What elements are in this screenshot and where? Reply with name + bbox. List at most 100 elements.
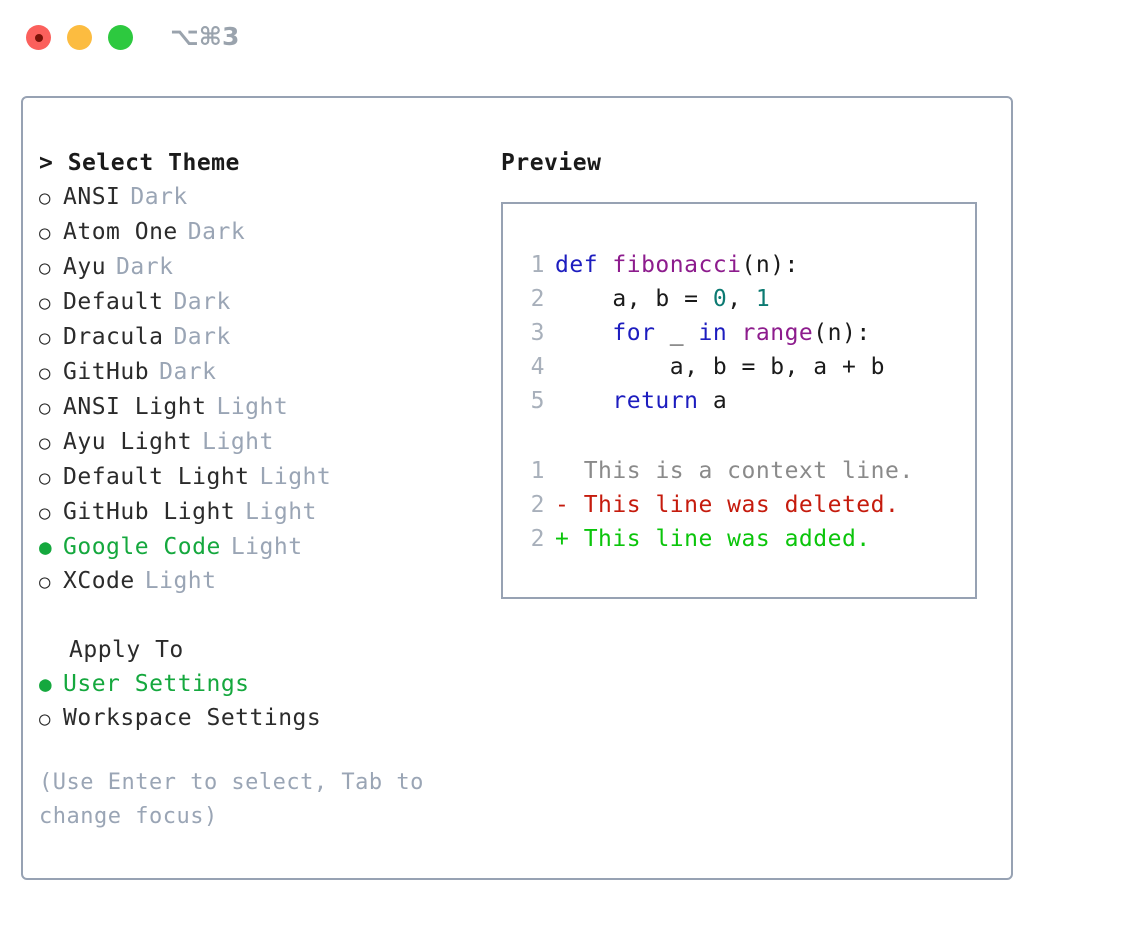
- theme-option-label: Default: [63, 289, 164, 315]
- apply-to-option-label: Workspace Settings: [63, 705, 322, 731]
- theme-variant-badge: Dark: [159, 359, 217, 385]
- token-pln: [727, 320, 741, 346]
- select-theme-header: > Select Theme: [39, 150, 240, 176]
- theme-option-default-light[interactable]: ○ Default Light Light: [39, 460, 479, 495]
- close-button-icon[interactable]: [26, 25, 51, 50]
- code-line: 3 for _ in range(n):: [521, 316, 975, 350]
- token-pln: a, b =: [555, 286, 713, 312]
- token-kw: return: [612, 388, 699, 414]
- code-diff-gap: [521, 418, 975, 454]
- radio-unselected-icon: ○: [39, 708, 51, 730]
- apply-to-header: Apply To: [69, 637, 184, 663]
- token-kw: def: [555, 252, 613, 278]
- line-number: 2: [530, 492, 545, 518]
- theme-option-default[interactable]: ○ Default Dark: [39, 285, 479, 320]
- diff-line-add: 2 + This line was added.: [521, 522, 975, 556]
- radio-unselected-icon: ○: [39, 467, 51, 489]
- radio-unselected-icon: ○: [39, 397, 51, 419]
- diff-marker: +: [555, 526, 570, 552]
- theme-variant-badge: Light: [259, 464, 332, 490]
- line-number: 5: [530, 388, 545, 414]
- radio-unselected-icon: ○: [39, 222, 51, 244]
- radio-unselected-icon: ○: [39, 257, 51, 279]
- diff-text: This line was added.: [569, 526, 871, 552]
- line-number: 2: [530, 286, 545, 312]
- theme-variant-badge: Light: [202, 429, 274, 455]
- token-kw: for: [612, 320, 656, 346]
- diff-marker: -: [555, 492, 570, 518]
- radio-unselected-icon: ○: [39, 292, 51, 314]
- theme-option-ansi[interactable]: ○ ANSI Dark: [39, 180, 479, 215]
- diff-text: This line was deleted.: [569, 492, 900, 518]
- token-pln: (n):: [741, 252, 799, 278]
- theme-option-ayu-light[interactable]: ○ Ayu Light Light: [39, 425, 479, 460]
- minimize-button-icon[interactable]: [67, 25, 92, 50]
- token-pln: a, b = b, a + b: [555, 354, 885, 380]
- apply-to-list[interactable]: ● User Settings ○ Workspace Settings: [39, 667, 479, 736]
- theme-variant-badge: Light: [144, 568, 217, 594]
- code-line: 2 a, b = 0, 1: [521, 282, 975, 316]
- radio-selected-icon: ●: [39, 672, 53, 696]
- theme-option-label: Atom One: [63, 219, 178, 245]
- theme-option-ansi-light[interactable]: ○ ANSI Light Light: [39, 390, 479, 425]
- code-text: for _ in range(n):: [555, 316, 871, 350]
- code-line: 4 a, b = b, a + b: [521, 350, 975, 384]
- apply-to-option-label: User Settings: [63, 671, 250, 697]
- theme-option-atom-one[interactable]: ○ Atom One Dark: [39, 215, 479, 250]
- code-text: a, b = 0, 1: [555, 282, 770, 316]
- theme-option-label: ANSI Light: [63, 394, 207, 420]
- title-bar: ⌥⌘3: [0, 0, 1140, 78]
- theme-option-label: Ayu Light: [63, 429, 193, 455]
- token-fn: range: [741, 320, 814, 346]
- token-pln: a: [698, 388, 728, 414]
- theme-variant-badge: Dark: [130, 184, 188, 210]
- list-spacer: [39, 599, 479, 633]
- theme-variant-badge: Light: [245, 499, 317, 525]
- theme-option-label: XCode: [63, 568, 135, 594]
- theme-variant-badge: Dark: [173, 289, 231, 315]
- theme-variant-badge: Dark: [116, 254, 174, 280]
- code-line: 5 return a: [521, 384, 975, 418]
- radio-unselected-icon: ○: [39, 187, 51, 209]
- token-pln: _: [655, 320, 699, 346]
- theme-option-label: GitHub: [63, 359, 150, 385]
- code-text: return a: [555, 384, 727, 418]
- diff-line-ctx: 1 This is a context line.: [521, 454, 975, 488]
- apply-to-option-workspace-settings[interactable]: ○ Workspace Settings: [39, 701, 479, 736]
- line-number: 2: [530, 526, 545, 552]
- line-number: 1: [530, 252, 545, 278]
- theme-variant-badge: Dark: [187, 219, 246, 245]
- diff-sample: 1 This is a context line.2- This line wa…: [521, 454, 975, 556]
- theme-option-label: Dracula: [63, 324, 164, 350]
- theme-variant-badge: Light: [216, 394, 289, 420]
- theme-option-label: Default Light: [63, 464, 250, 490]
- keyboard-hint: (Use Enter to select, Tab to change focu…: [39, 770, 424, 829]
- traffic-lights: [26, 25, 133, 50]
- apply-to-option-user-settings[interactable]: ● User Settings: [39, 667, 479, 701]
- theme-option-label: ANSI: [63, 184, 121, 210]
- token-pln: [555, 320, 612, 346]
- radio-unselected-icon: ○: [39, 327, 51, 349]
- diff-marker: [555, 454, 569, 488]
- diff-line-del: 2- This line was deleted.: [521, 488, 975, 522]
- theme-variant-badge: Light: [230, 534, 303, 560]
- radio-unselected-icon: ○: [39, 502, 51, 524]
- radio-unselected-icon: ○: [39, 432, 51, 454]
- token-pln: (n):: [813, 320, 871, 346]
- line-number: 4: [530, 354, 545, 380]
- maximize-button-icon[interactable]: [108, 25, 133, 50]
- code-text: a, b = b, a + b: [555, 350, 885, 384]
